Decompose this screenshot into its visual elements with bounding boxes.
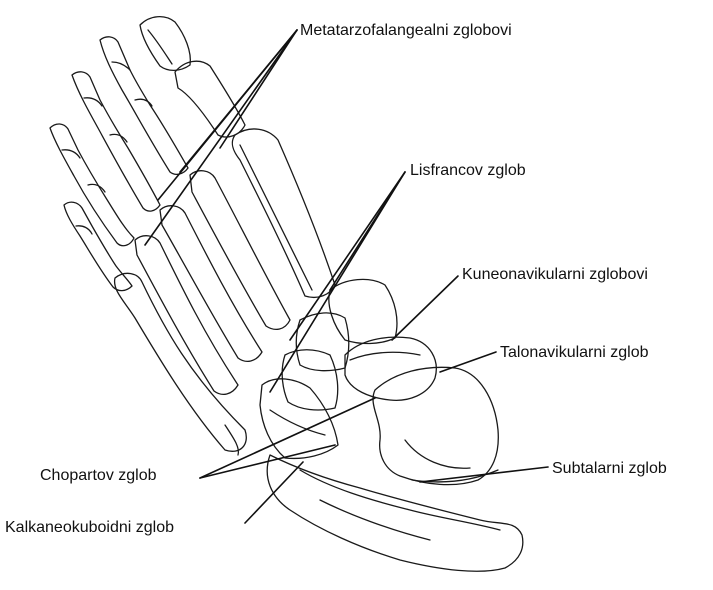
leader-calcaneocuboid: [245, 462, 303, 523]
talus-bone: [373, 367, 498, 484]
leader-mtp-4: [220, 30, 297, 148]
label-calcaneocuboid-joint: Kalkaneokuboidni zglob: [5, 518, 174, 538]
metatarsal-3: [160, 206, 262, 362]
intermediate-cuneiform: [296, 313, 349, 371]
label-subtalar-joint: Subtalarni zglob: [552, 459, 667, 479]
leader-talonavicular: [440, 352, 496, 372]
toe-2-phalanges: [100, 37, 188, 175]
label-chopart-joint: Chopartov zglob: [40, 466, 157, 486]
leader-subtalar: [420, 467, 548, 482]
label-talonavicular-joint: Talonavikularni zglob: [500, 343, 649, 363]
label-lisfranc-joint: Lisfrancov zglob: [410, 161, 526, 181]
calcaneus-bone: [267, 455, 523, 571]
hallux-distal-phalanx: [140, 17, 190, 71]
leader-mtp-3: [180, 30, 297, 172]
label-cuneonavicular-joints: Kuneonavikularni zglobovi: [462, 265, 648, 285]
metatarsal-5: [115, 273, 247, 451]
metatarsal-4: [135, 236, 238, 395]
metatarsal-2: [190, 171, 290, 330]
medial-cuneiform: [329, 279, 397, 343]
toe-3-phalanges: [72, 72, 160, 211]
label-metatarsophalangeal-joints: Metatarzofalangealni zglobovi: [300, 21, 512, 41]
leader-lisfranc-2: [290, 172, 405, 340]
leader-lisfranc-3: [330, 172, 405, 290]
metatarsal-1: [232, 129, 335, 297]
leader-cuneonavicular: [392, 276, 458, 340]
